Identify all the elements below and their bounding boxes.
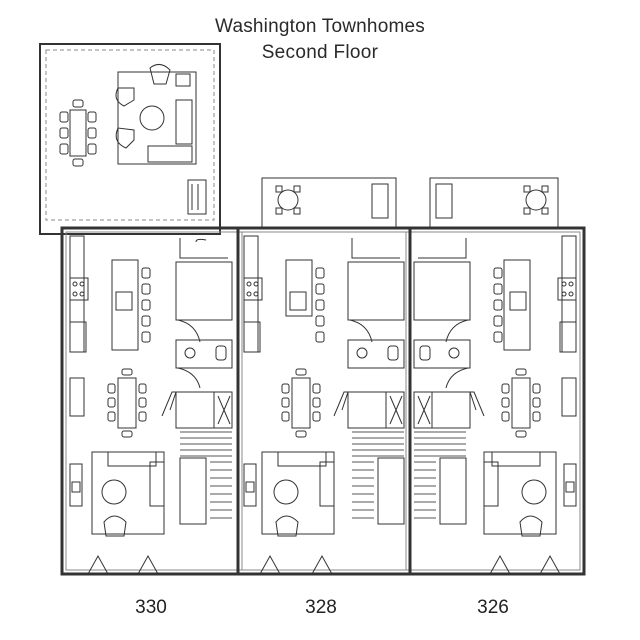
unit-326-island [503,259,531,351]
roof-terrace [39,43,221,235]
unit-328-dining-table [291,377,311,429]
unit-328-plan [243,235,405,575]
unit-label-328: 328 [305,597,337,618]
unit-326-cooktop [557,277,577,301]
plan-subtitle: Second Floor [261,42,379,63]
unit-330-living-area [91,451,165,535]
unit-label-326: 326 [477,597,509,618]
unit-330-cooktop [69,277,89,301]
unit-328-island [285,259,313,317]
plan-title: Washington Townhomes [215,16,425,37]
balcony-328 [261,177,397,229]
unit-326-dining-table [511,377,531,429]
unit-326-plan [413,235,577,575]
unit-330-island [111,259,139,351]
building-outline [60,226,586,576]
unit-label-330: 330 [135,597,167,618]
terrace-grill [187,179,207,215]
unit-330-plan [69,235,233,575]
unit-328-cooktop [243,277,263,301]
balcony-326 [429,177,559,229]
unit-330-dining-table [117,377,137,429]
terrace-lounge-set [115,64,197,165]
terrace-dining-table [59,99,97,167]
